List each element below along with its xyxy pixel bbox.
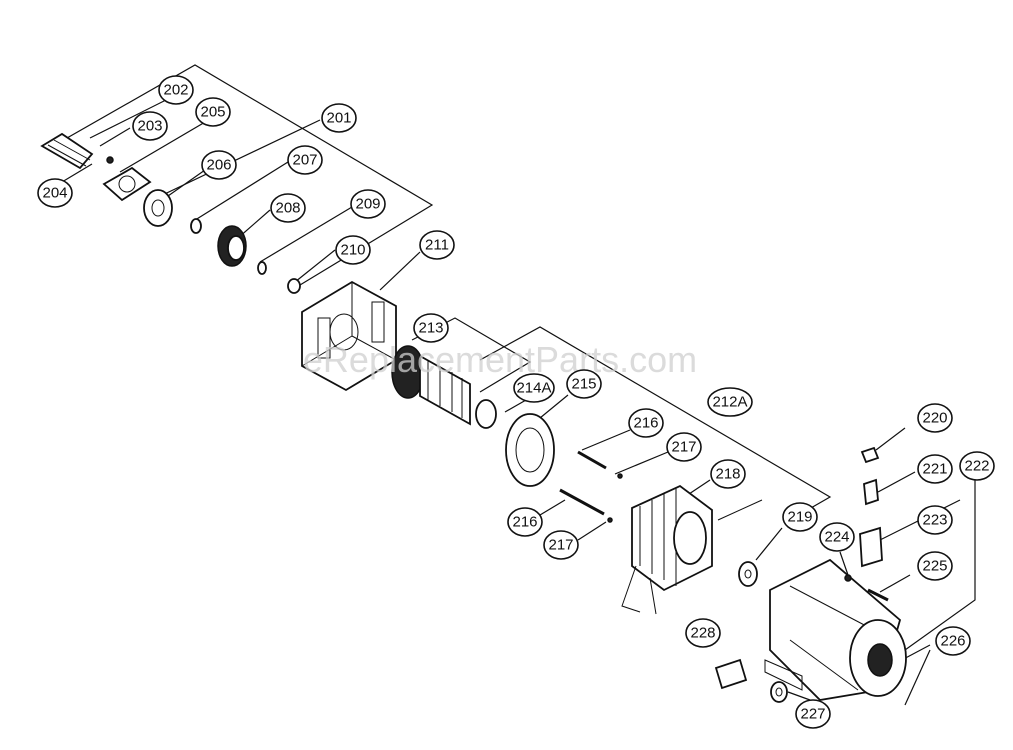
gear-part: [217, 225, 247, 267]
callout-228: 228: [685, 618, 721, 648]
callout-202: 202: [158, 75, 194, 105]
callout-number: 215: [571, 376, 596, 393]
callout-223: 223: [917, 505, 953, 535]
callout-212a: 212A: [707, 387, 753, 417]
callout-number: 218: [715, 466, 740, 483]
flange-plate-part: [102, 166, 152, 202]
field-coil-part: [621, 484, 763, 615]
callout-number: 219: [787, 509, 812, 526]
callout-222: 222: [959, 451, 995, 481]
callout-number: 216: [633, 415, 658, 432]
callout-211: 211: [419, 230, 455, 260]
callout-216-upper: 216: [628, 408, 664, 438]
bearing-part: [143, 189, 173, 227]
callout-number: 217: [548, 537, 573, 554]
callout-number: 213: [418, 320, 443, 337]
callout-number: 203: [137, 118, 162, 135]
screw-parts: [559, 450, 623, 523]
callout-number: 226: [940, 633, 965, 650]
callout-205: 205: [195, 97, 231, 127]
callout-215: 215: [566, 369, 602, 399]
callout-210: 210: [335, 235, 371, 265]
callout-number: 209: [355, 196, 380, 213]
callout-number: 217: [671, 439, 696, 456]
callout-number: 220: [922, 410, 947, 427]
callout-217-lower: 217: [543, 530, 579, 560]
small-washer-part: [257, 261, 301, 294]
callout-number: 210: [340, 242, 365, 259]
washer-part: [190, 218, 202, 234]
callout-201: 201: [321, 103, 357, 133]
callout-number: 208: [275, 200, 300, 217]
gear-shaft-part: [40, 132, 114, 170]
callout-number: 214A: [516, 380, 551, 397]
callout-number: 221: [922, 461, 947, 478]
callout-225: 225: [917, 551, 953, 581]
callout-208: 208: [270, 193, 306, 223]
callout-number: 223: [922, 512, 947, 529]
callout-number: 204: [42, 185, 67, 202]
brush-plate-part: [505, 413, 555, 487]
callout-204: 204: [37, 178, 73, 208]
callout-number: 202: [163, 82, 188, 99]
spacer-part: [738, 561, 758, 587]
callout-number: 228: [690, 625, 715, 642]
callout-217-upper: 217: [666, 432, 702, 462]
callout-216-lower: 216: [507, 507, 543, 537]
callout-number: 207: [292, 152, 317, 169]
callout-number: 225: [922, 558, 947, 575]
callout-number: 227: [800, 706, 825, 723]
callout-number: 224: [824, 529, 849, 546]
callout-207: 207: [287, 145, 323, 175]
label-plate-part: [714, 658, 748, 690]
callout-number: 212A: [712, 394, 747, 411]
callout-220: 220: [917, 403, 953, 433]
armature-part: [391, 345, 497, 429]
brush-holder-parts: [844, 446, 889, 602]
callout-number: 216: [512, 514, 537, 531]
callout-224: 224: [819, 522, 855, 552]
callout-number: 222: [964, 458, 989, 475]
callout-218: 218: [710, 459, 746, 489]
bushing-part: [770, 681, 788, 703]
callout-226: 226: [935, 626, 971, 656]
callout-number: 211: [425, 237, 449, 254]
callout-209: 209: [350, 189, 386, 219]
watermark-text: eReplacementParts.com: [303, 339, 697, 380]
callout-219: 219: [782, 502, 818, 532]
callout-203: 203: [132, 111, 168, 141]
callout-number: 206: [206, 157, 231, 174]
callout-221: 221: [917, 454, 953, 484]
motor-housing-part: [764, 558, 907, 701]
callout-214a: 214A: [513, 373, 555, 403]
callout-227: 227: [795, 699, 831, 729]
callout-number: 205: [200, 104, 225, 121]
callout-213: 213: [413, 313, 449, 343]
callout-labels: 202 203 204 205 201 206 207 208 209 210 …: [37, 75, 995, 729]
callout-number: 201: [326, 110, 351, 127]
callout-206: 206: [201, 150, 237, 180]
